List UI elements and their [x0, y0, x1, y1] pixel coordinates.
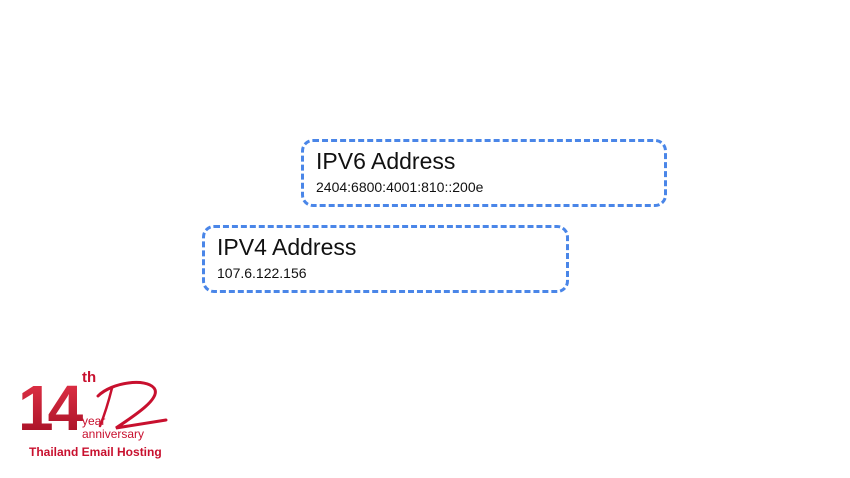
logo-swoosh-icon	[96, 381, 168, 430]
logo-caption: Thailand Email Hosting	[29, 445, 162, 459]
ipv4-address-box: IPV4 Address 107.6.122.156	[202, 225, 569, 293]
anniversary-logo: 14 th year anniversary Thailand Email Ho…	[16, 364, 176, 464]
anniversary-logo-graphic: 14 th year anniversary	[18, 369, 168, 444]
logo-stroke-icon	[98, 386, 114, 428]
logo-number: 14	[18, 372, 84, 444]
ipv4-address-label: IPV4 Address	[217, 234, 357, 260]
ipv6-address-label: IPV6 Address	[316, 148, 456, 174]
logo-line1: year	[82, 414, 105, 428]
ipv6-address-box: IPV6 Address 2404:6800:4001:810::200e	[301, 139, 667, 207]
ipv4-address-value: 107.6.122.156	[217, 265, 307, 281]
ipv6-address-value: 2404:6800:4001:810::200e	[316, 179, 484, 195]
logo-line2: anniversary	[82, 427, 144, 441]
logo-ordinal: th	[82, 369, 96, 386]
